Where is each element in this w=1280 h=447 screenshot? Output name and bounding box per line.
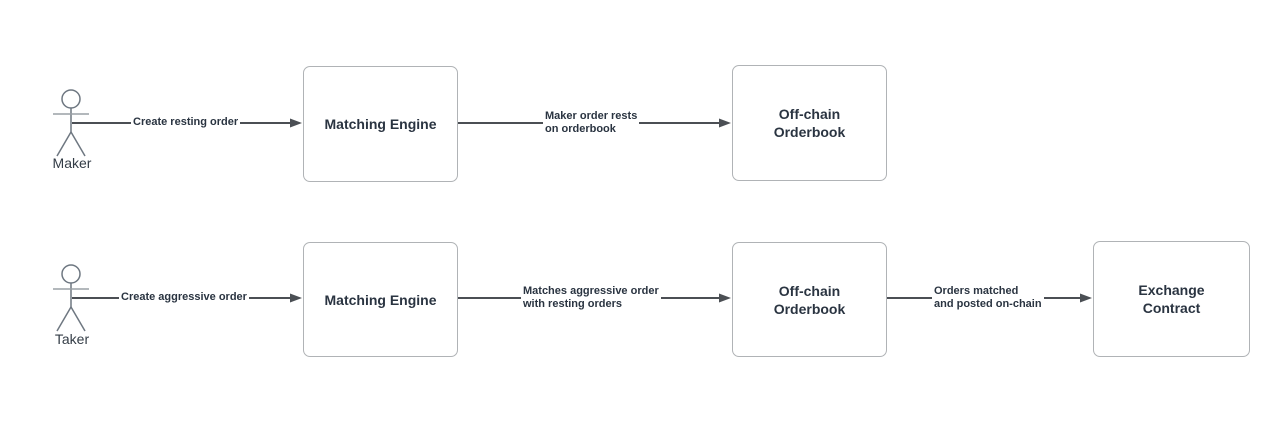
node-label-line2: Orderbook [773,300,846,317]
edge-label-line2: with resting orders [523,298,623,310]
edge-label-line1: Matches aggressive order [523,285,659,297]
node-matching-engine-bottom: Matching Engine [303,242,458,357]
node-label-line1: Exchange [1138,282,1205,298]
taker-actor-icon [53,264,89,332]
node-exchange-contract: Exchange Contract [1093,241,1250,357]
edge-label-line1: Orders matched [934,285,1019,297]
edge-label-line1: Maker order rests [545,110,638,122]
node-label-line1: Off-chain [778,106,841,122]
node-label: Off-chain Orderbook [774,282,846,318]
edge-label-create-resting-order: Create resting order [131,116,241,129]
edge-label-matches-aggressive-order: Matches aggressive order with resting or… [521,285,661,311]
node-label: Off-chain Orderbook [774,105,846,141]
node-offchain-orderbook-bottom: Off-chain Orderbook [732,242,887,357]
node-offchain-orderbook-top: Off-chain Orderbook [732,65,887,181]
edge-label-create-aggressive-order: Create aggressive order [119,291,249,304]
node-label-line1: Off-chain [778,282,841,299]
edge-label-line2: and posted on-chain [934,298,1042,310]
edge-label-maker-order-rests: Maker order rests on orderbook [543,110,640,136]
edge-label-line2: on orderbook [545,123,616,135]
node-label: Exchange Contract [1138,281,1204,317]
node-matching-engine-top: Matching Engine [303,66,458,182]
maker-actor-icon [53,89,89,157]
taker-actor-label: Taker [54,331,90,347]
node-label-line2: Contract [1142,300,1201,316]
node-label: Matching Engine [324,116,437,132]
edge-label-orders-matched: Orders matched and posted on-chain [932,285,1044,311]
maker-actor-label: Maker [52,155,92,171]
node-label-line2: Orderbook [773,124,846,140]
node-label: Matching Engine [324,291,437,308]
